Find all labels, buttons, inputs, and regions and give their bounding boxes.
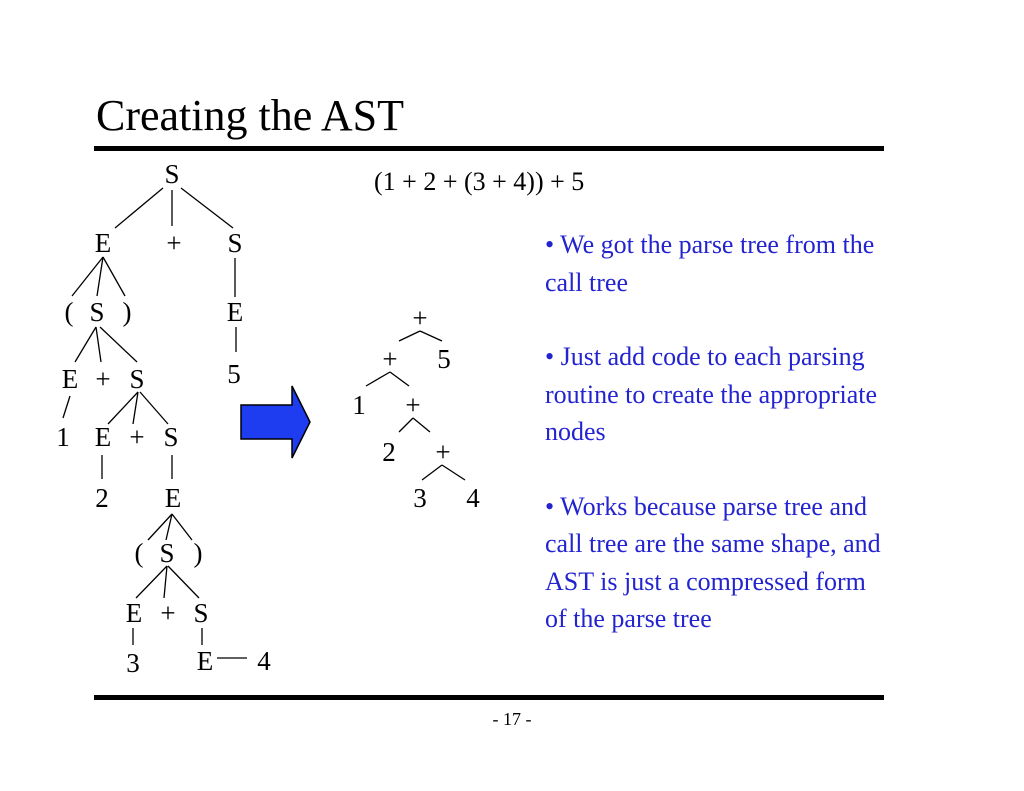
parse-node: 3 bbox=[126, 648, 140, 678]
parse-node: S bbox=[164, 159, 179, 189]
ast-node: + bbox=[405, 390, 420, 420]
bullet-item: • Works because parse tree and call tree… bbox=[545, 491, 881, 634]
ast-node: 4 bbox=[466, 483, 480, 513]
parse-node: 2 bbox=[95, 483, 109, 513]
parse-node: S bbox=[193, 598, 208, 628]
parse-node: ) bbox=[194, 538, 203, 568]
ast-node: 2 bbox=[382, 437, 396, 467]
parse-node: E bbox=[197, 646, 214, 676]
top-rule bbox=[94, 146, 884, 151]
parse-tree-edges bbox=[62, 187, 247, 659]
slide-title: Creating the AST bbox=[96, 91, 404, 140]
ast-edges bbox=[365, 330, 466, 481]
parse-node: E bbox=[126, 598, 143, 628]
parse-node: ( bbox=[135, 538, 144, 568]
parse-node: S bbox=[129, 364, 144, 394]
bullet-list: • We got the parse tree from the call tr… bbox=[545, 226, 885, 675]
parse-node: E bbox=[95, 228, 112, 258]
bullet-item: • We got the parse tree from the call tr… bbox=[545, 230, 875, 297]
parse-node: + bbox=[166, 228, 181, 258]
parse-node: + bbox=[160, 598, 175, 628]
ast-node: + bbox=[435, 437, 450, 467]
parse-node: E bbox=[62, 364, 79, 394]
parse-node: E bbox=[165, 483, 182, 513]
ast-node: + bbox=[382, 344, 397, 374]
source-expression: (1 + 2 + (3 + 4)) + 5 bbox=[374, 167, 585, 196]
parse-node: E bbox=[95, 422, 112, 452]
parse-node: 1 bbox=[56, 422, 70, 452]
right-arrow-icon bbox=[240, 385, 311, 459]
ast-node: 5 bbox=[437, 344, 451, 374]
parse-tree: S E + S ( S ) E 5 E + S 1 E + S 2 E ( S … bbox=[56, 159, 271, 678]
parse-node: ( bbox=[65, 297, 74, 327]
ast-node: 3 bbox=[413, 483, 427, 513]
page-number: - 17 - bbox=[492, 709, 532, 729]
parse-node: 4 bbox=[257, 646, 271, 676]
parse-node: S bbox=[89, 297, 104, 327]
parse-node: S bbox=[159, 538, 174, 568]
parse-node: S bbox=[227, 228, 242, 258]
parse-node: S bbox=[163, 422, 178, 452]
parse-node: ) bbox=[123, 297, 132, 327]
ast-node: + bbox=[412, 303, 427, 333]
parse-node: E bbox=[227, 297, 244, 327]
ast-tree: + + 5 1 + 2 + 3 4 bbox=[352, 303, 480, 513]
ast-node: 1 bbox=[352, 390, 366, 420]
bullet-item: • Just add code to each parsing routine … bbox=[545, 342, 878, 446]
parse-node: + bbox=[129, 422, 144, 452]
parse-node: 5 bbox=[227, 359, 241, 389]
bottom-rule bbox=[94, 695, 884, 700]
parse-node: + bbox=[95, 364, 110, 394]
